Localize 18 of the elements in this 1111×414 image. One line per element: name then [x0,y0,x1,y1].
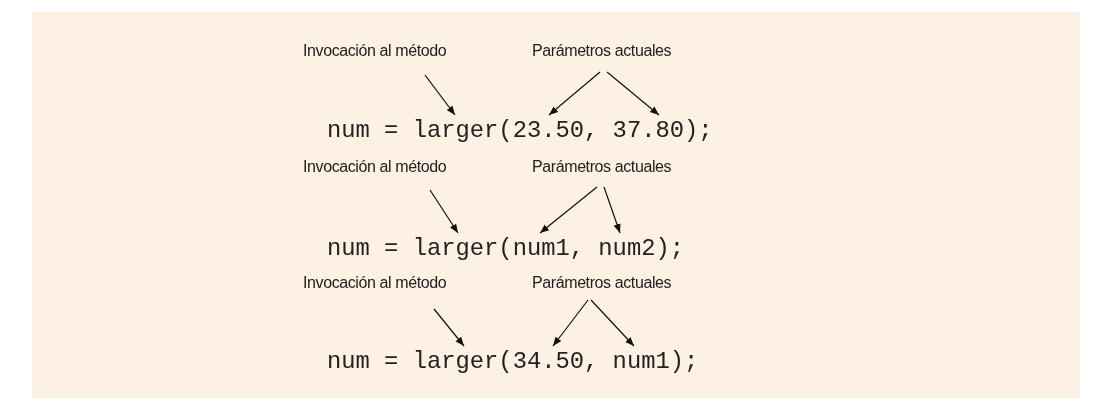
code-statement: num = larger(num1, num2); [327,233,684,261]
annotation-label: Invocación al método [301,274,449,309]
arrow [603,186,621,234]
annotation-label: Parámetros actuales [530,42,674,72]
arrow [429,189,459,234]
arrow [433,308,465,347]
arrow [552,299,589,347]
annotation-label: Invocación al método [301,158,449,190]
annotation-label: Parámetros actuales [530,158,674,187]
code-statement: num = larger(34.50, num1); [327,346,699,374]
code-statement: num = larger(23.50, 37.80); [327,115,713,143]
arrow [548,71,601,116]
arrow [539,186,598,234]
arrow [590,299,635,347]
arrow [606,71,660,116]
arrow [424,74,456,116]
annotation-label: Parámetros actuales [530,274,674,300]
annotation-label: Invocación al método [301,42,449,75]
